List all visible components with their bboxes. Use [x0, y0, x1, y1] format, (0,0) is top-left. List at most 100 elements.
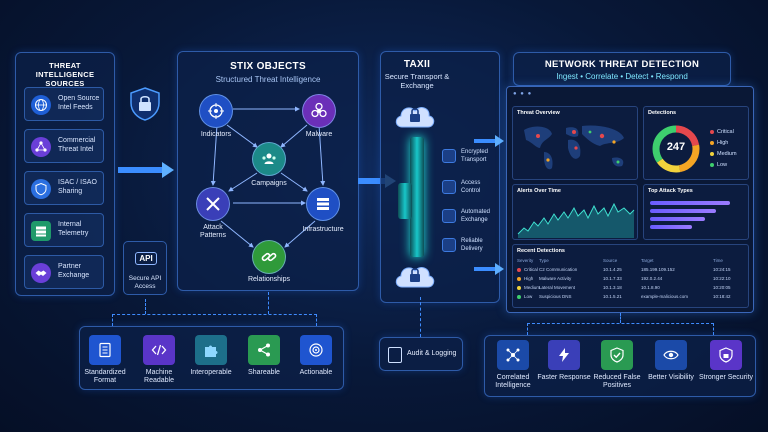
- network-icon: [31, 137, 51, 157]
- handshake-icon: [31, 263, 51, 283]
- taxii-pipe-left: [398, 183, 412, 219]
- source-item-commercial[interactable]: Commercial Threat Intel: [24, 129, 104, 163]
- detections-card[interactable]: Detections 247 Critical High Medium Low: [643, 106, 749, 180]
- better-visibility-benefit[interactable]: [655, 340, 687, 370]
- benefit-label: Correlated Intelligence: [495, 374, 531, 389]
- detections-total: 247: [666, 141, 686, 153]
- stix-subtitle: Structured Threat Intelligence: [215, 75, 321, 84]
- standardized-format-benefit[interactable]: [89, 335, 121, 365]
- audit-connector: [420, 297, 421, 337]
- taxii-subtitle: Secure Transport & Exchange: [384, 72, 450, 90]
- stix-title: STIX OBJECTS: [230, 61, 306, 72]
- api-label: API: [135, 251, 157, 265]
- audit-logging-box[interactable]: Audit & Logging: [379, 337, 463, 371]
- severity-dot: [517, 268, 521, 272]
- stronger-security-benefit[interactable]: [710, 340, 742, 370]
- correlated-intelligence-benefit[interactable]: [497, 340, 529, 370]
- detections-title: Detections: [648, 110, 677, 116]
- table-cell: example-malicious.com: [641, 294, 689, 299]
- actionable-benefit[interactable]: [300, 335, 332, 365]
- legend-high: High: [710, 140, 728, 146]
- table-cell: 10:20:05: [713, 285, 731, 290]
- relationships-node[interactable]: [252, 240, 286, 274]
- source-item-open-source[interactable]: Open Source Intel Feeds: [24, 87, 104, 121]
- share-icon: [258, 343, 270, 357]
- table-header-cell: Severity: [517, 258, 534, 263]
- people-icon: [262, 153, 276, 164]
- threat-overview-title: Threat Overview: [517, 110, 560, 116]
- clipboard-icon: [388, 347, 402, 363]
- flow-arrow-sources-to-stix: [118, 162, 174, 178]
- benefits-left-connector-v2: [316, 314, 317, 326]
- alerts-title: Alerts Over Time: [517, 188, 561, 194]
- donut-slice-medium: [652, 125, 700, 173]
- biohazard-icon: [311, 102, 327, 118]
- link-icon: [261, 252, 277, 262]
- source-item-isac[interactable]: ISAC / ISAO Sharing: [24, 171, 104, 205]
- benefits-right-connector-v1: [527, 323, 528, 335]
- machine-readable-benefit[interactable]: [143, 335, 175, 365]
- benefit-label: Standardized Format: [84, 369, 126, 384]
- table-cell: Low: [524, 294, 533, 299]
- crosshair-icon: [208, 103, 224, 119]
- benefit-label: Better Visibility: [648, 374, 694, 381]
- benefits-left-connector-v3: [145, 299, 146, 314]
- benefits-left-connector-v4: [268, 292, 269, 314]
- checklist-icon: [442, 238, 456, 252]
- flow-arrow-taxii-to-detection-bottom: [474, 262, 504, 275]
- top-attack-types-card[interactable]: Top Attack Types: [643, 184, 749, 240]
- benefit-label: Interoperable: [190, 369, 232, 376]
- server-stack-icon: [317, 198, 329, 210]
- network-detection-panel: NETWORK THREAT DETECTION Ingest • Correl…: [513, 52, 731, 86]
- malware-node[interactable]: [302, 94, 336, 128]
- sources-title: THREAT INTELLIGENCE SOURCES: [35, 61, 95, 88]
- api-box[interactable]: API Secure API Access: [123, 241, 167, 295]
- alerts-over-time-card[interactable]: Alerts Over Time: [512, 184, 638, 240]
- campaigns-label: Campaigns: [251, 180, 287, 187]
- shareable-benefit[interactable]: [248, 335, 280, 365]
- attack-patterns-node[interactable]: [196, 187, 230, 221]
- reduced-false-positives-benefit[interactable]: [601, 340, 633, 370]
- faster-response-benefit[interactable]: [548, 340, 580, 370]
- taxii-title: TAXII: [403, 59, 431, 70]
- source-item-partner[interactable]: Partner Exchange: [24, 255, 104, 289]
- campaigns-node[interactable]: [252, 142, 286, 176]
- table-cell: Medium: [524, 285, 541, 290]
- stix-graph-edges: [210, 106, 326, 248]
- lightning-icon: [559, 348, 569, 362]
- donut-slice-high: [652, 125, 700, 173]
- table-cell: 10.1.3.18: [603, 285, 622, 290]
- donut-slice-low: [652, 125, 700, 173]
- taxii-feature: Automated Exchange: [461, 209, 491, 223]
- threat-sources-panel: THREAT INTELLIGENCE SOURCES Open Source …: [15, 52, 115, 296]
- shield-check-icon: [610, 347, 624, 363]
- table-cell: 10.1.4.25: [603, 267, 622, 272]
- threat-overview-card[interactable]: Threat Overview: [512, 106, 638, 180]
- interoperable-benefit[interactable]: [195, 335, 227, 365]
- indicators-label: Indicators: [200, 131, 232, 138]
- attack-patterns-label: Attack Patterns: [199, 224, 227, 239]
- attack-type-bar: [650, 225, 693, 229]
- detection-subtitle: Ingest • Correlate • Detect • Respond: [556, 72, 688, 81]
- tools-icon: [206, 197, 220, 211]
- attack-type-bar: [650, 201, 730, 205]
- world-map: [524, 125, 624, 170]
- severity-dot: [517, 277, 521, 281]
- audit-label: Audit & Logging: [407, 350, 457, 357]
- taxii-feature: Encrypted Transport: [461, 149, 489, 163]
- indicators-node[interactable]: [199, 94, 233, 128]
- shield-lock-icon: [128, 86, 162, 122]
- code-icon: [151, 344, 167, 356]
- infrastructure-node[interactable]: [306, 187, 340, 221]
- legend-low: Low: [710, 162, 727, 168]
- table-header-cell: Type: [539, 258, 549, 263]
- table-header-cell: Time: [713, 258, 723, 263]
- cloud-bottom-icon: [392, 259, 438, 291]
- source-item-internal[interactable]: Internal Telemetry: [24, 213, 104, 247]
- benefit-label: Shareable: [248, 369, 280, 376]
- severity-dot: [517, 295, 521, 299]
- table-cell: 185.199.109.152: [641, 267, 675, 272]
- table-cell: Suspicious DNS: [539, 294, 572, 299]
